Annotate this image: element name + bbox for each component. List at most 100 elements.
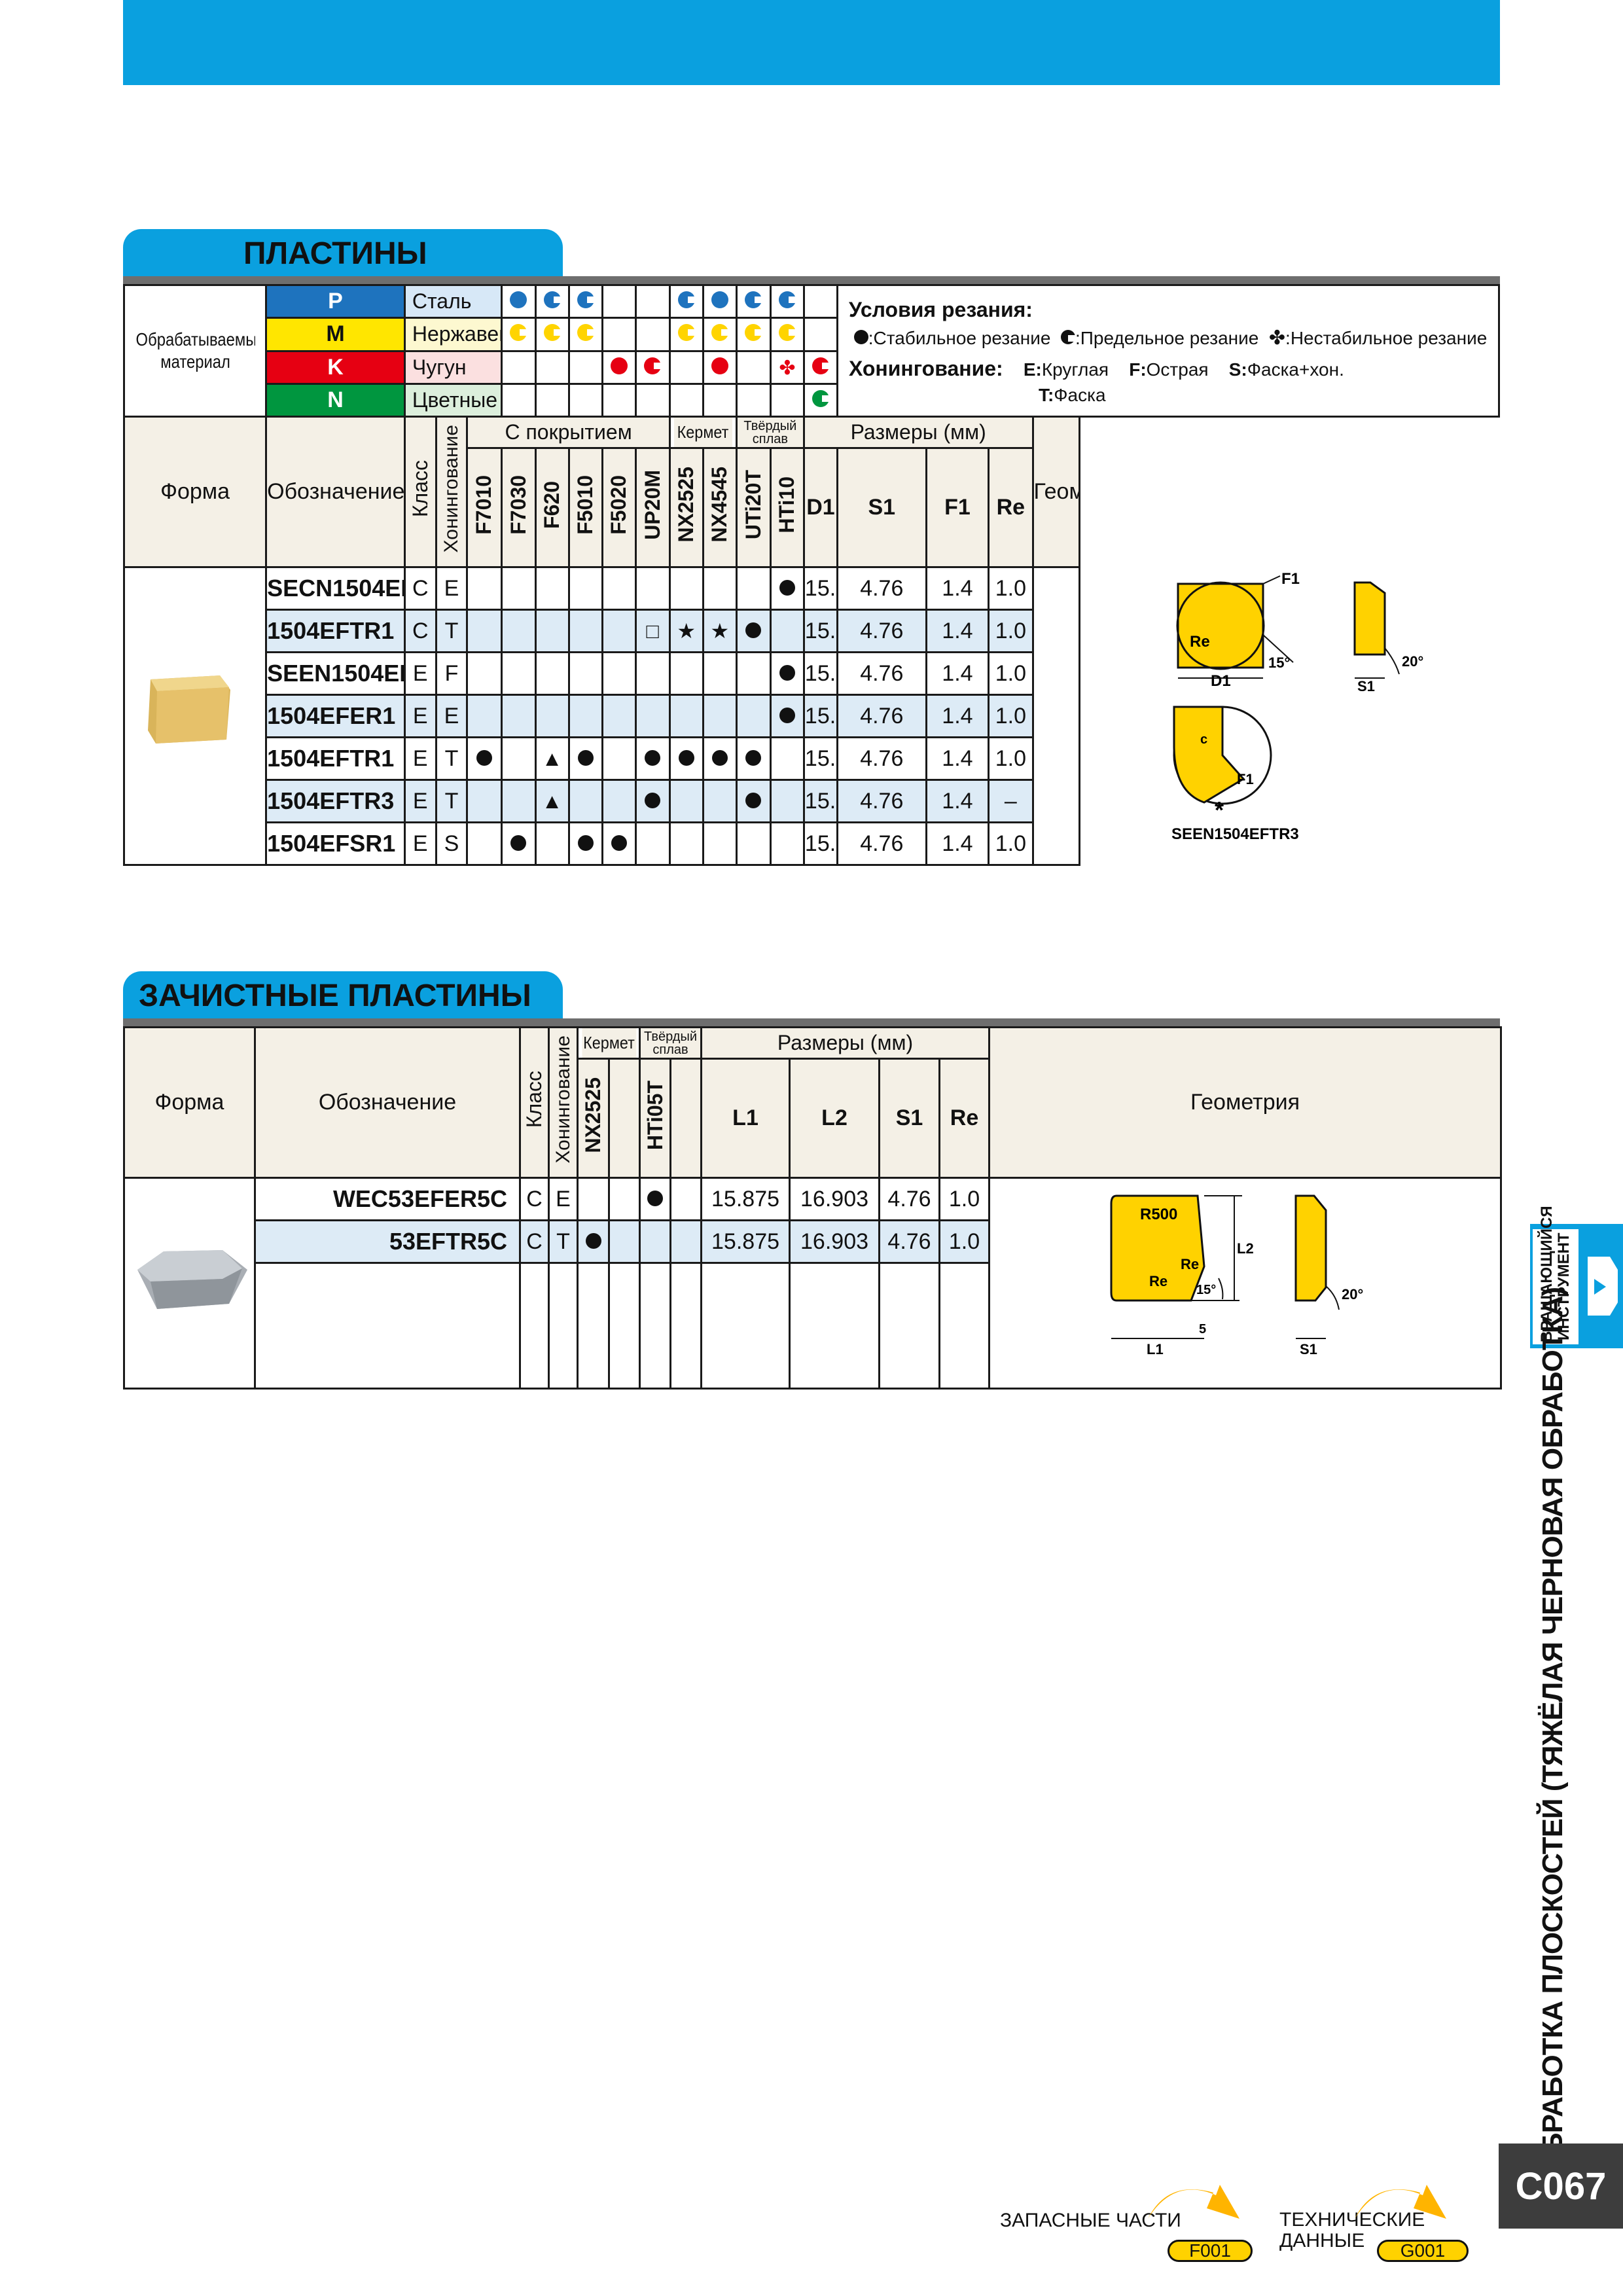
conditions-symbols: :Стабильное резание :Предельное резание … (849, 324, 1488, 353)
grade-availability-cell (601, 566, 637, 611)
dimension-cell: 15.875 (802, 609, 838, 653)
material-name-stainless: Нержавеющая сталь (403, 317, 503, 352)
dimension-cell: 4.76 (878, 1219, 941, 1264)
cond-cell (567, 283, 603, 319)
class-cell: C (403, 566, 437, 611)
material-code-N: N (265, 382, 406, 418)
grade-label: UTi20T (741, 469, 765, 540)
grade-label: HTi10 (775, 476, 799, 533)
stable-mark (779, 664, 795, 681)
header-coated: С покрытием (466, 416, 671, 449)
stable-mark (611, 834, 627, 851)
grade-availability-cell (735, 779, 772, 823)
dimension-cell: 1.4 (925, 694, 990, 738)
dimension-cell: 1.0 (988, 736, 1034, 781)
footer-tech-data-label: ТЕХНИЧЕСКИЕ ДАННЫЕ (1279, 2210, 1425, 2251)
cond-cell (634, 350, 671, 385)
grade-availability-cell (500, 694, 537, 738)
grade-availability-cell (601, 651, 637, 696)
material-name-steel: Сталь (403, 283, 503, 319)
header-class: Класс (403, 416, 437, 568)
grade-availability-cell (702, 821, 738, 866)
dimension-cell: 1.4 (925, 651, 990, 696)
conditions-title: Условия резания: (848, 298, 1033, 321)
honing-cell: E (435, 566, 469, 611)
section-title-inserts: ПЛАСТИНЫ (123, 229, 563, 278)
grade-label: F7010 (472, 475, 496, 535)
sep: : (1241, 359, 1247, 380)
grade-NX2525: NX2525 (577, 1058, 610, 1179)
honing-legend-T: T:Фаска (849, 384, 1488, 406)
dimension-cell: 1.0 (938, 1177, 991, 1221)
dim-S1: S1 (878, 1058, 941, 1179)
cond-cell (769, 317, 805, 352)
class-cell: E (403, 736, 437, 781)
honing-cell: E (435, 694, 469, 738)
grade-availability-cell (735, 609, 772, 653)
grade-label: HTi05T (643, 1080, 667, 1151)
cond-cell (601, 350, 637, 385)
grade-availability-cell (534, 694, 570, 738)
honing-cell: E (548, 1177, 579, 1221)
stable-mark (645, 792, 661, 808)
dimension-cell: 1.4 (925, 609, 990, 653)
dimension-cell: 15.875 (802, 821, 838, 866)
dim-S1: S1 (836, 447, 927, 568)
designation-cell: SEEN1504EFFR1 (265, 651, 406, 696)
page-number: C067 (1499, 2144, 1623, 2229)
cond-cell (534, 283, 570, 319)
label-S1: S1 (1357, 678, 1375, 694)
chapter-title-text: ОБРАБОТКА ПЛОСКОСТЕЙ (ТЯЖЁЛАЯ ЧЕРНОВАЯ О… (1537, 1287, 1569, 2176)
class-cell: E (403, 651, 437, 696)
grade-label: F620 (540, 480, 564, 529)
sep: : (1035, 359, 1042, 380)
designation: 1504EFTR3 (267, 787, 395, 814)
dimension-cell: 1.0 (988, 651, 1034, 696)
dim-Re: Re (988, 447, 1034, 568)
grade-availability-cell (466, 566, 503, 611)
grade-availability-cell (567, 821, 603, 866)
dimension-cell: 16.903 (789, 1219, 881, 1264)
grade-availability-cell (668, 651, 704, 696)
grade-HTi10: HTi10 (769, 447, 805, 568)
label-D1: D1 (1211, 672, 1231, 690)
label-star: * (1215, 797, 1224, 823)
spare-parts-link[interactable]: F001 (1168, 2240, 1253, 2262)
dimension-cell: 15.875 (700, 1219, 791, 1264)
hon-key-T: T (1038, 385, 1048, 405)
dimension-cell: 15.875 (802, 694, 838, 738)
grade-availability-cell (534, 566, 570, 611)
grade-availability-cell (639, 1219, 672, 1264)
label-15deg: 15° (1268, 655, 1290, 671)
grade-UP20M: UP20M (634, 447, 671, 568)
grade-availability-cell (466, 694, 503, 738)
label-20deg: 20° (1402, 653, 1423, 670)
triangle-mark: ▲ (541, 789, 563, 813)
geometry-drawing-square: F1 Re D1 15° S1 20° c F1 * SEEN1504EFTR3 (1171, 570, 1423, 843)
stable-mark (647, 1190, 664, 1206)
grade-availability-cell (567, 779, 603, 823)
label-c: c (1200, 732, 1207, 747)
dimension-cell: 4.76 (878, 1177, 941, 1221)
dimension-cell: 15.875 (802, 779, 838, 823)
tech-data-link[interactable]: G001 (1377, 2240, 1469, 2262)
arrow-spare-parts-icon (1148, 2185, 1240, 2219)
dimension-cell: 1.4 (925, 821, 990, 866)
header-designation: Обозначение (254, 1026, 521, 1179)
header-class-text: Класс (408, 460, 432, 518)
star-mark: ★ (677, 619, 696, 643)
sep: : (1047, 385, 1054, 405)
grade-label: NX4545 (707, 467, 732, 543)
sidebar-tab-rotating-tools[interactable]: ВРАЩАЮЩИЙСЯ ИНСТРУМЕНТ (1530, 1206, 1623, 1348)
grade-availability-cell (639, 1177, 672, 1221)
grade-availability-cell (567, 736, 603, 781)
cond-cell (668, 317, 704, 352)
material-code-P: P (265, 283, 406, 319)
class-cell: E (403, 779, 437, 823)
designation: SECN1504EFER1 (267, 575, 403, 601)
grade-availability-cell (769, 736, 805, 781)
cond-cell (668, 283, 704, 319)
